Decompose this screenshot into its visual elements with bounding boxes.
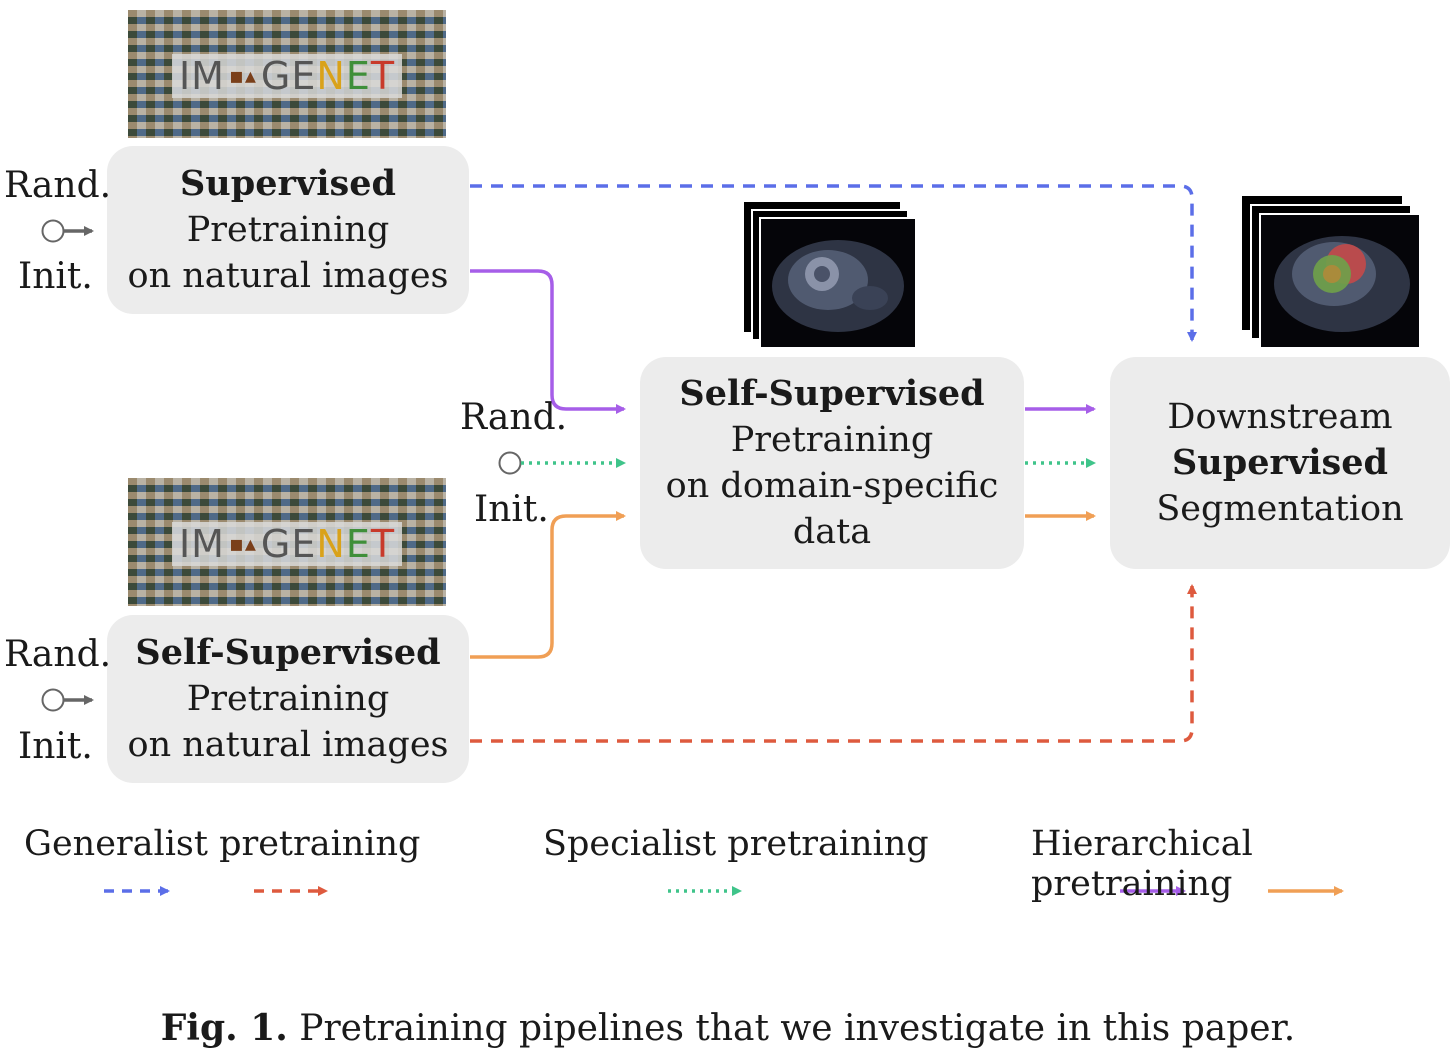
legend-specialist: Specialist pretraining [543,824,929,864]
logo-letter-t: T [370,54,396,98]
logo-letters-ge: GE [260,54,317,98]
node-supervised-natural: Supervised Pretraining on natural images [107,146,469,314]
node-title: Self-Supervised [679,373,985,414]
logo-letters-ge: GE [260,522,317,566]
node-line: Downstream [1167,397,1393,437]
imagenet-image-top: IM ▪▴ GE N E T [128,10,446,138]
node-title: Supervised [180,163,396,204]
edge-orange-hier-in [470,511,626,659]
logo-letter-e: E [345,54,371,98]
logo-letter-n: N [316,54,346,98]
node-line: data [792,512,872,552]
logo-letters-im: IM [178,54,225,98]
node-selfsup-domain: Self-Supervised Pretraining on domain-sp… [640,357,1024,569]
node-line: on domain-specific [665,466,999,506]
node-line: Segmentation [1156,489,1404,529]
logo-dots-icon: ▪▴ [228,531,257,557]
init-node-top [41,219,65,243]
init-label-center: Init. [474,489,549,530]
imagenet-logo: IM ▪▴ GE N E T [128,522,446,566]
node-line: Pretraining [730,420,934,460]
init-node-bottom [41,688,65,712]
node-line: Pretraining [186,210,390,250]
logo-letter-e: E [345,522,371,566]
edge-blue-generalist [470,184,1197,342]
node-downstream: Downstream Supervised Segmentation [1110,357,1450,569]
imagenet-image-bottom: IM ▪▴ GE N E T [128,478,446,606]
legend-hierarchical: Hierarchical pretraining [1031,824,1253,904]
init-label-top: Init. [18,256,93,297]
logo-letter-t: T [370,522,396,566]
logo-letters-im: IM [178,522,225,566]
init-node-center [498,451,522,475]
logo-letter-n: N [316,522,346,566]
logo-dots-icon: ▪▴ [228,63,257,89]
figure-caption: Fig. 1. Pretraining pipelines that we in… [0,1004,1456,1053]
node-title: Supervised [1172,442,1388,483]
legend-generalist: Generalist pretraining [24,824,421,864]
node-line: Pretraining [186,679,390,719]
imagenet-mosaic-icon [128,10,446,138]
caption-text: Pretraining pipelines that we investigat… [299,1008,1296,1049]
rand-label-top: Rand. [4,165,112,206]
caption-label: Fig. 1. [160,1007,288,1049]
mri-segmented-stack-icon [1242,196,1421,349]
imagenet-mosaic-icon [128,478,446,606]
node-title: Self-Supervised [135,632,441,673]
node-selfsup-natural: Self-Supervised Pretraining on natural i… [107,615,469,783]
edge-red-generalist [470,584,1197,743]
edge-purple-hier-in [470,269,626,414]
imagenet-logo: IM ▪▴ GE N E T [128,54,446,98]
node-line: on natural images [127,725,449,765]
rand-label-center: Rand. [460,397,568,438]
rand-label-bottom: Rand. [4,634,112,675]
init-label-bottom: Init. [18,726,93,767]
mri-stack-icon [744,202,917,349]
node-line: on natural images [127,256,449,296]
